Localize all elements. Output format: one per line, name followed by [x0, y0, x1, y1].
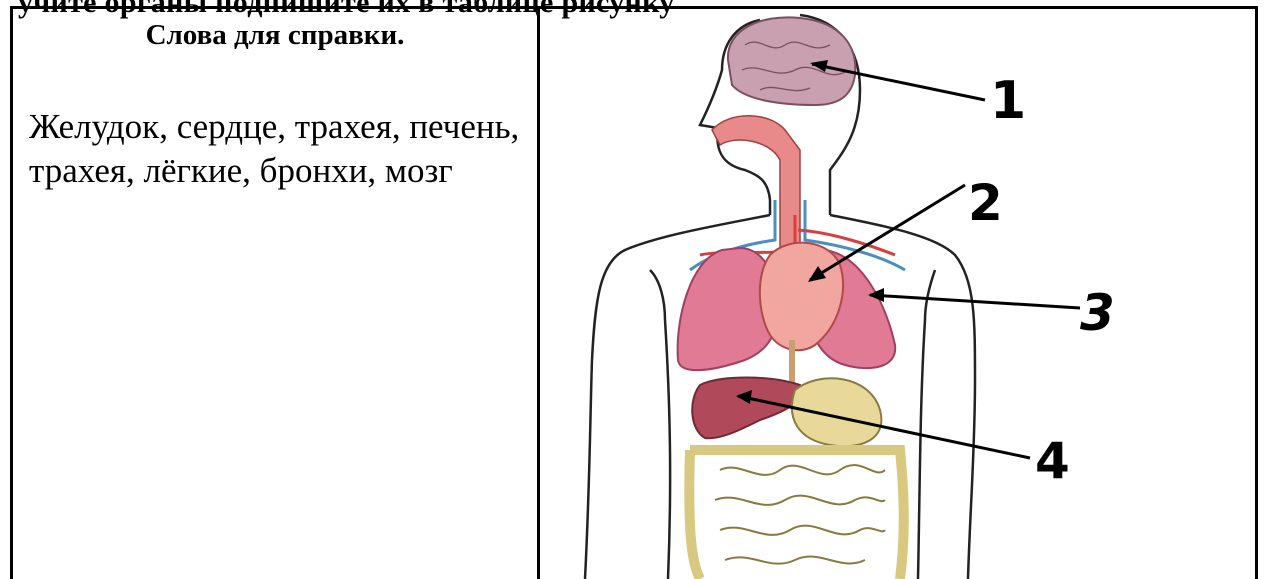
label-3: 3	[1080, 284, 1115, 342]
pointer-3	[870, 295, 1080, 308]
small-intestine-shape	[715, 465, 885, 564]
stomach-shape	[792, 378, 881, 446]
brain-shape	[728, 17, 855, 105]
label-1: 1	[990, 71, 1026, 131]
liver-shape	[692, 378, 801, 439]
label-2: 2	[968, 174, 1003, 232]
label-4: 4	[1035, 432, 1070, 490]
pointer-2	[810, 185, 965, 280]
